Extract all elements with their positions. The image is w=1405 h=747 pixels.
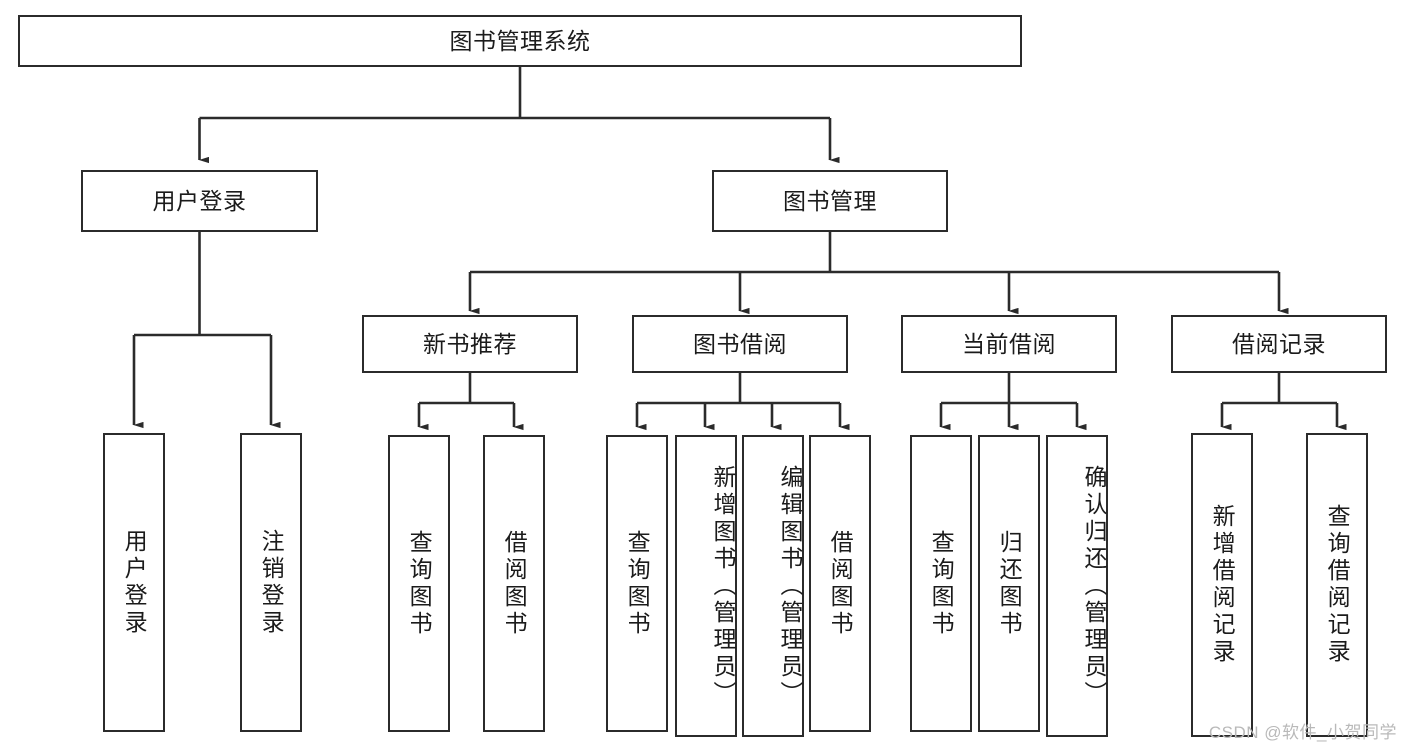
node-label: 当前借阅 bbox=[962, 330, 1056, 357]
node-label: 注销登录 bbox=[258, 528, 285, 637]
node-label: 新增图书（管理员） bbox=[710, 464, 736, 708]
node-leaf-logout[interactable]: 注销登录 bbox=[240, 433, 302, 732]
node-leaf-add-borrow-record[interactable]: 新增借阅记录 bbox=[1191, 433, 1253, 737]
node-root-system[interactable]: 图书管理系统 bbox=[18, 15, 1022, 67]
node-leaf-query-book-recommend[interactable]: 查询图书 bbox=[388, 435, 450, 732]
node-label: 查询图书 bbox=[624, 529, 651, 638]
node-label: 查询借阅记录 bbox=[1324, 504, 1351, 666]
node-label: 借阅图书 bbox=[827, 529, 854, 638]
node-label: 用户登录 bbox=[121, 528, 148, 637]
node-leaf-edit-book-admin[interactable]: 编辑图书（管理员） bbox=[742, 435, 804, 737]
node-leaf-query-book-borrow[interactable]: 查询图书 bbox=[606, 435, 668, 732]
node-leaf-add-book-admin[interactable]: 新增图书（管理员） bbox=[675, 435, 737, 737]
node-label: 查询图书 bbox=[406, 529, 433, 638]
node-label: 图书借阅 bbox=[693, 330, 787, 357]
node-label: 借阅记录 bbox=[1232, 330, 1326, 357]
node-current-borrow[interactable]: 当前借阅 bbox=[901, 315, 1117, 373]
node-label: 用户登录 bbox=[152, 187, 247, 214]
node-leaf-borrow-book-recommend[interactable]: 借阅图书 bbox=[483, 435, 545, 732]
node-book-borrow[interactable]: 图书借阅 bbox=[632, 315, 848, 373]
node-label: 新书推荐 bbox=[423, 330, 517, 357]
node-label: 图书管理系统 bbox=[449, 27, 591, 54]
node-new-book-recommend[interactable]: 新书推荐 bbox=[362, 315, 578, 373]
node-leaf-user-login[interactable]: 用户登录 bbox=[103, 433, 165, 732]
node-label: 新增借阅记录 bbox=[1209, 504, 1236, 666]
node-user-login[interactable]: 用户登录 bbox=[81, 170, 318, 232]
node-label: 编辑图书（管理员） bbox=[777, 464, 803, 708]
node-label: 确认归还（管理员） bbox=[1081, 464, 1107, 708]
node-borrow-record[interactable]: 借阅记录 bbox=[1171, 315, 1387, 373]
node-leaf-query-borrow-record[interactable]: 查询借阅记录 bbox=[1306, 433, 1368, 737]
node-leaf-confirm-return-admin[interactable]: 确认归还（管理员） bbox=[1046, 435, 1108, 737]
node-label: 归还图书 bbox=[996, 529, 1023, 638]
node-label: 图书管理 bbox=[783, 187, 877, 214]
node-label: 查询图书 bbox=[928, 529, 955, 638]
node-leaf-query-book-current[interactable]: 查询图书 bbox=[910, 435, 972, 732]
watermark: CSDN @软件_小贺同学 bbox=[1208, 723, 1397, 742]
node-leaf-borrow-book[interactable]: 借阅图书 bbox=[809, 435, 871, 732]
node-book-management[interactable]: 图书管理 bbox=[712, 170, 948, 232]
node-leaf-return-book[interactable]: 归还图书 bbox=[978, 435, 1040, 732]
node-label: 借阅图书 bbox=[501, 529, 528, 638]
